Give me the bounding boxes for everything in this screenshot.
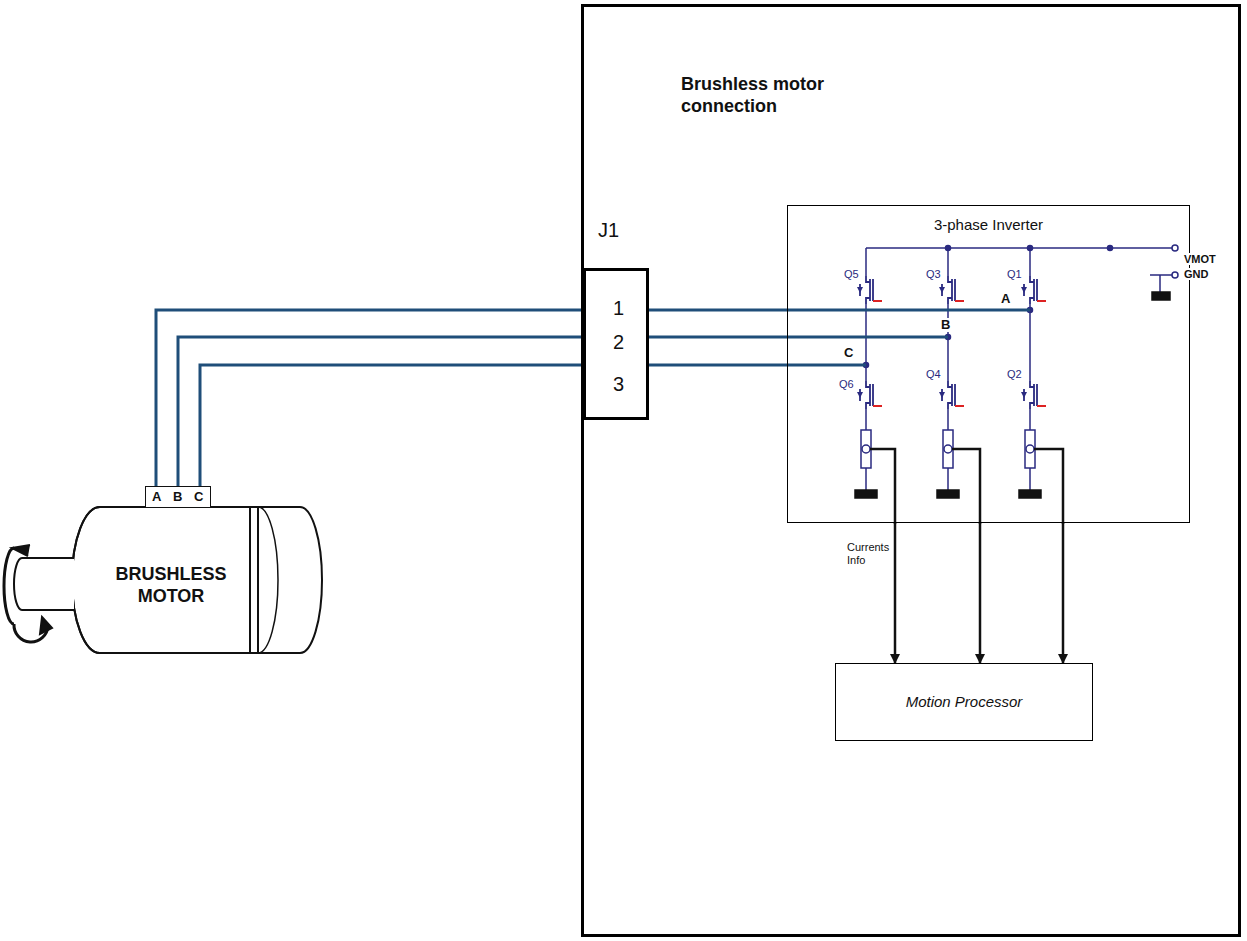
node-title: Brushless motor connection: [681, 74, 901, 117]
transistor-symbol: [857, 381, 882, 409]
inverter-circuit: [864, 245, 1179, 490]
phase-wire: [649, 336, 787, 339]
node-label: C: [843, 346, 854, 360]
node-text: C: [194, 489, 203, 504]
enclosure-box: Brushless motor connectionJ1 1 2 3 3-phase I…: [581, 4, 1241, 937]
node-label: B: [940, 318, 951, 332]
transistor-symbol: [939, 381, 964, 409]
sense-leads: [870, 449, 1063, 524]
motor-drawing: [4, 507, 322, 653]
transistor-symbols: [857, 276, 1046, 409]
node-text: 2: [613, 331, 624, 354]
edge-label: Currents Info: [847, 541, 891, 566]
node-title: 3-phase Inverter: [788, 216, 1189, 233]
signal-arrow: [1062, 523, 1065, 663]
transistor-label: Q5: [843, 268, 860, 280]
node-title: J1: [598, 219, 619, 242]
terminal-box: ABC: [145, 486, 211, 508]
node-title: A: [152, 489, 161, 504]
phase-wire: [200, 365, 583, 486]
phase-wire: [178, 337, 583, 486]
inverter-phase-wires: [787, 310, 1030, 365]
node-title: Motion Processor: [836, 693, 1092, 710]
transistor-symbol: [857, 276, 882, 304]
connector-j1: J1123: [583, 268, 649, 420]
transistor-label: Q4: [925, 368, 942, 380]
phase-wire: [649, 309, 787, 312]
transistor-symbol: [1021, 276, 1046, 304]
transistor-label: Q2: [1006, 368, 1023, 380]
sense-resistors: [855, 430, 1041, 498]
transistor-symbol: [939, 276, 964, 304]
node-text: 3: [613, 373, 624, 396]
phase-wire: [649, 364, 787, 367]
processor-box: Motion Processor: [835, 663, 1093, 741]
node-label: A: [1000, 292, 1011, 306]
transistor-label: Q3: [925, 268, 942, 280]
transistor-label: Q6: [838, 378, 855, 390]
signal-arrow: [894, 523, 897, 663]
node-title: BRUSHLESS MOTOR: [106, 564, 236, 607]
phase-wire: [156, 310, 583, 486]
inverter-box: 3-phase Inverter: [787, 205, 1190, 523]
signal-arrow: [979, 523, 982, 663]
transistor-label: Q1: [1006, 268, 1023, 280]
node-text: 1: [613, 297, 624, 320]
terminal-label: VMOT: [1183, 253, 1217, 265]
node-text: B: [173, 489, 182, 504]
motor-body: BRUSHLESS MOTOR: [98, 548, 244, 628]
transistor-symbol: [1021, 381, 1046, 409]
terminal-label: GND: [1183, 268, 1209, 280]
